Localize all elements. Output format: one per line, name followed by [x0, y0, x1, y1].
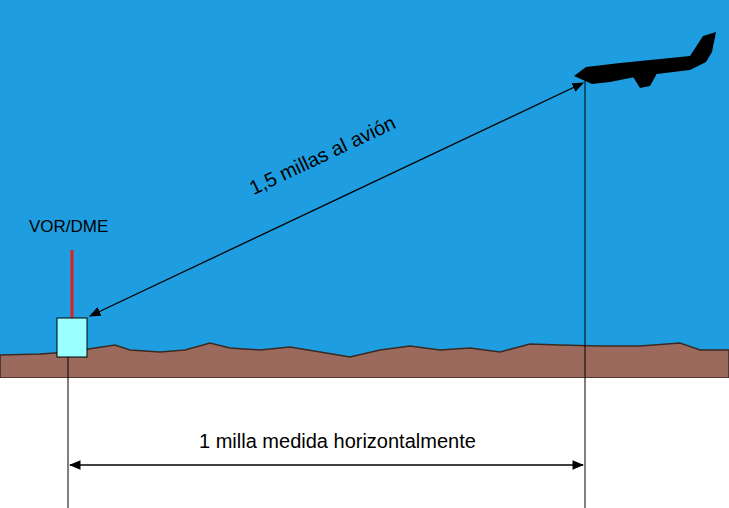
ground — [0, 343, 729, 378]
antenna — [71, 250, 74, 318]
horizontal-distance-label: 1 milla medida horizontalmente — [199, 430, 476, 453]
station-label: VOR/DME — [29, 217, 113, 237]
reference-line — [68, 357, 69, 508]
slant-range-arrow — [90, 83, 583, 316]
horizontal-distance-arrow — [70, 464, 583, 465]
reference-line — [585, 80, 586, 508]
airplane — [574, 32, 716, 88]
sky — [0, 0, 729, 378]
white-ground — [0, 378, 729, 508]
vor-dme-building — [57, 318, 87, 357]
station-label-node: VOR/DME — [29, 217, 113, 237]
